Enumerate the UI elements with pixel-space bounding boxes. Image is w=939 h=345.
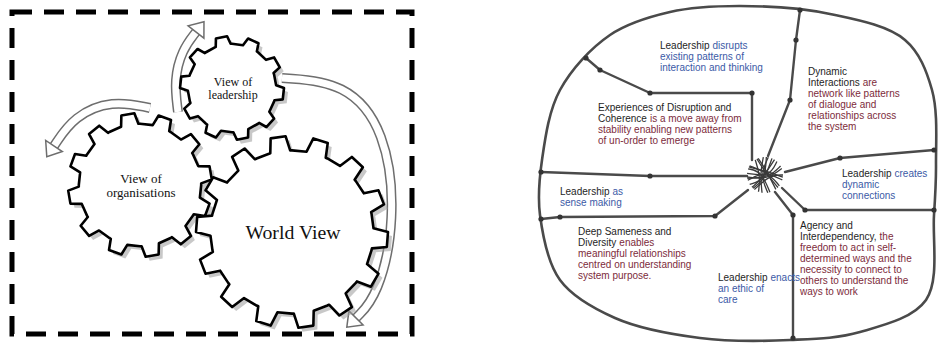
network-cell: Leadershipcreates dynamic connections [842, 168, 924, 201]
network-junction [647, 90, 652, 95]
network-junction [597, 67, 602, 72]
arrow-head [46, 140, 63, 156]
network-junction [749, 90, 754, 95]
node-heading: World View [218, 222, 368, 244]
network-junction [797, 7, 802, 12]
network-cell: Experiences of Disruption and Coherencei… [598, 102, 743, 146]
network-junction [647, 173, 652, 178]
node-heading: View of organisations [93, 172, 189, 201]
node-heading: Leadership [718, 272, 767, 283]
node-heading: Leadership [842, 168, 891, 179]
network-junction [837, 155, 842, 160]
network-strand [541, 172, 747, 176]
network-strand [768, 10, 800, 156]
node-heading: Dynamic Interactions [808, 66, 860, 88]
network-junction [538, 216, 543, 221]
rotation-arrows [46, 22, 392, 327]
node-heading: Leadership [660, 40, 709, 51]
network-cell: Leadershipdisrupts existing patterns of … [660, 40, 780, 73]
network-cell: Leadershipenacts an ethic of care [718, 272, 786, 305]
network-junction [793, 37, 798, 42]
gear-body [180, 36, 284, 140]
network-cell: Agency and Interdependency,the freedom t… [800, 220, 912, 297]
network-junction [538, 169, 543, 174]
network-junction [583, 55, 588, 60]
gear-shape: World View [192, 132, 394, 334]
gear-body [196, 136, 388, 328]
network-junction [557, 214, 562, 219]
gear-body [68, 113, 212, 257]
network-boundary [539, 6, 937, 341]
node-heading: Agency and Interdependency, [800, 220, 877, 242]
network-junction [802, 207, 807, 212]
dashed-frame [12, 12, 412, 334]
network-cell: Dynamic Interactionsare network like pat… [808, 66, 905, 132]
network-knot [755, 160, 759, 192]
network-knot [747, 161, 777, 174]
network-junction [712, 213, 717, 218]
node-heading: Leadership [560, 186, 609, 197]
network-strand [775, 192, 793, 338]
gear-shape: View of leadership [176, 32, 290, 146]
network-junction [787, 97, 792, 102]
network-illustration [538, 6, 936, 341]
network-junction [931, 147, 936, 152]
network-junction [931, 207, 936, 212]
network-cell: Leadershipas sense making [560, 186, 640, 208]
network-junction [790, 335, 795, 340]
gear-label: View of leadership [200, 76, 266, 102]
gear-shape: View of organisations [64, 109, 218, 263]
gear-label: View of organisations [93, 172, 189, 201]
gear-label: World View [218, 222, 368, 244]
network-junction [790, 212, 795, 217]
network-cell: Deep Sameness and Diversityenables meani… [578, 226, 705, 281]
arrow-head [188, 22, 204, 38]
network-strand [586, 58, 752, 160]
node-heading: View of leadership [200, 76, 266, 102]
